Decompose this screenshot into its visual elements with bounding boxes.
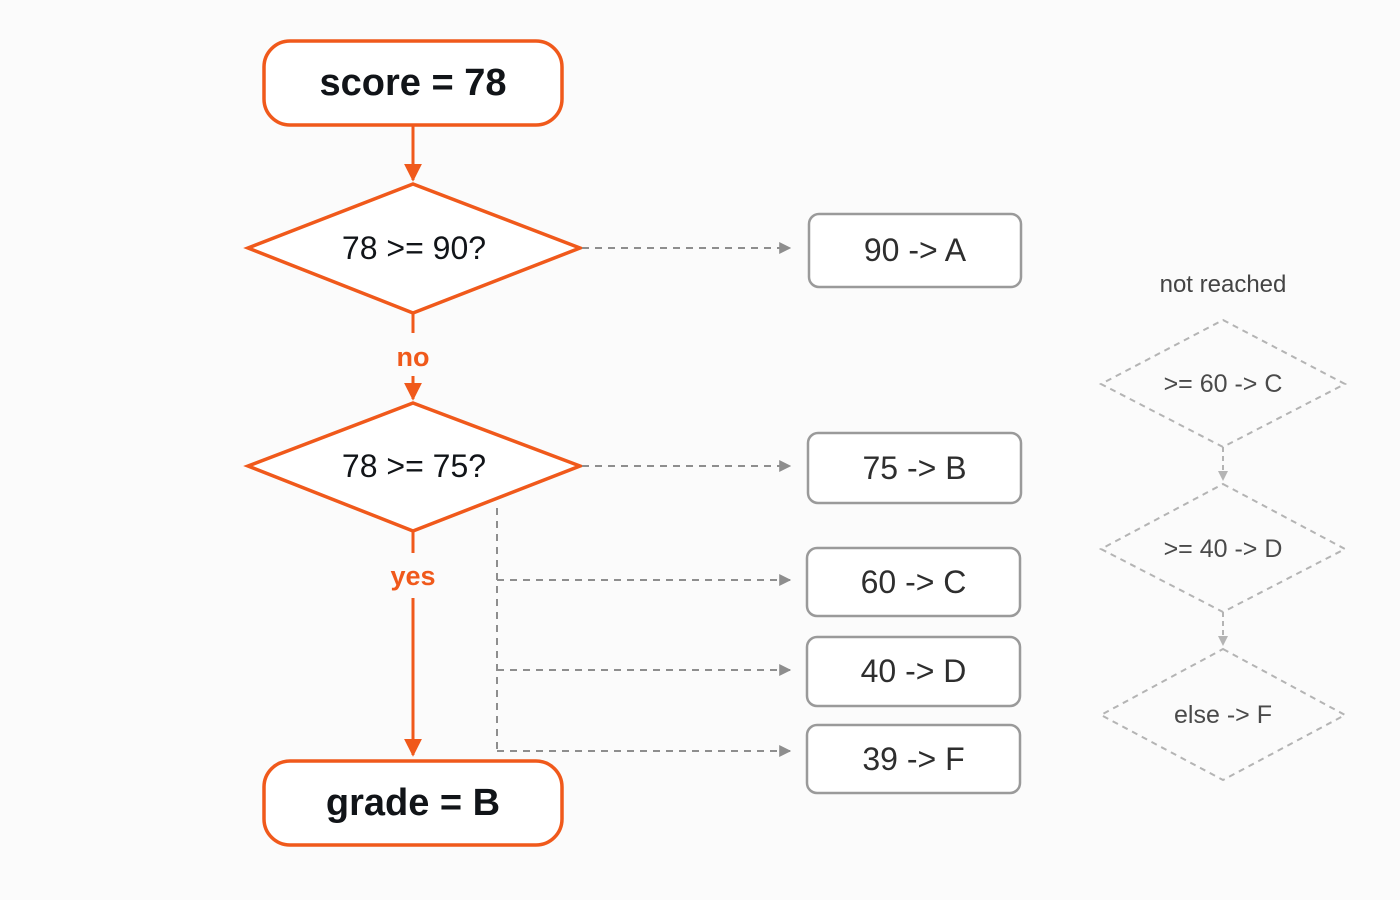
grade-box-b-label: 75 -> B [862,449,967,486]
grade-box-c [805,546,1022,618]
grade-box-f [805,723,1022,795]
unreached-node-d-label: >= 40 -> D [1163,534,1283,563]
grade-box-f-label: 39 -> F [862,740,965,777]
not-reached-label: not reached [1159,271,1287,298]
grade-box-d-label: 40 -> D [860,653,967,689]
grade-box-a-label: 90 -> A [863,232,967,268]
grade-box-c-label: 60 -> C [860,563,967,600]
grade-box-a [807,212,1023,289]
decision-1-label: 78 >= 90? [341,229,487,266]
unreached-node-f-label: else -> F [1174,700,1272,729]
start-node-label: score = 78 [319,61,507,104]
result-node [262,759,564,847]
result-node-label: grade = B [325,781,501,824]
grade-box-b [806,431,1023,505]
no-edge-label: no [396,341,430,372]
unreached-node-f [1098,647,1348,782]
grade-box-d [805,635,1022,708]
decision-2-label: 78 >= 75? [341,447,487,484]
unreached-node-c-label: >= 60 -> C [1163,369,1283,398]
yes-edge-label: yes [390,560,436,591]
